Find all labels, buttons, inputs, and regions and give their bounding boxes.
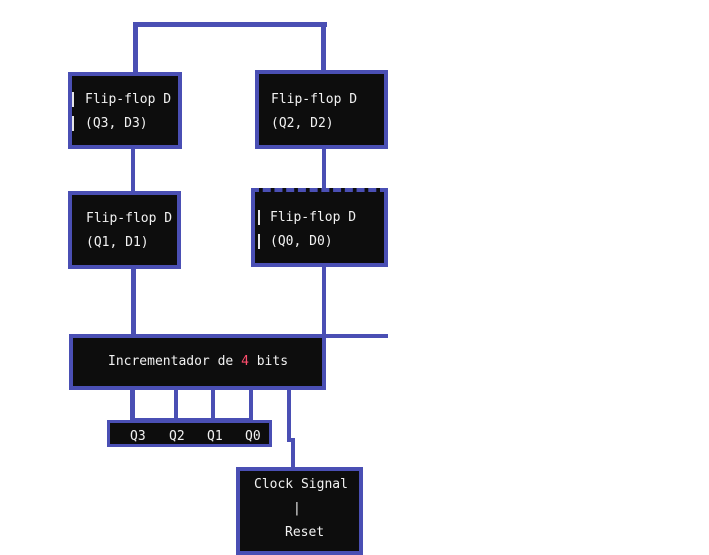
output-q2: Q2 [169,429,185,444]
flipflop-q3-pins: (Q3, D3) [85,116,148,131]
flipflop-q1-pins: (Q1, D1) [86,235,149,250]
flipflop-q1: Flip-flop D (Q1, D1) [68,191,181,269]
output-q0: Q0 [245,429,261,444]
output-q1: Q1 [207,429,223,444]
wire-q1-down [211,386,215,422]
incrementer-label-suffix: bits [248,354,289,369]
output-bus: Q3 Q2 Q1 Q0 [107,420,272,447]
flipflop-q2: Flip-flop D (Q2, D2) [255,70,388,149]
wire-q2-down [174,386,178,422]
wire-clock-down [287,386,291,442]
flipflop-q3: Flip-flop D (Q3, D3) [68,72,182,149]
clock-signal-label: Clock Signal [254,477,348,492]
flipflop-q0-title: Flip-flop D [270,210,357,225]
flipflop-q0-pins: (Q0, D0) [270,234,333,249]
wire-ff3-to-ff1 [131,146,135,194]
flipflop-q2-title: Flip-flop D [271,92,358,107]
wire-q3-down [130,386,135,422]
reset-label: Reset [285,525,325,540]
pin-marker [258,234,260,249]
wire-top-left-vertical [133,22,138,76]
pin-marker [72,92,74,107]
wire-clock-to-box [291,438,295,470]
clock-reset-block: Clock Signal | Reset [236,467,363,555]
incrementer-bit-count: 4 [241,354,249,369]
wire-right-stub [322,334,388,338]
incrementer-block: Incrementador de 4 bits [69,334,326,390]
flipflop-q0: Flip-flop D (Q0, D0) [251,188,388,267]
wire-ff2-to-ff0 [322,146,326,190]
incrementer-label-prefix: Incrementador de [108,354,242,369]
output-q3: Q3 [130,429,146,444]
wire-ff1-to-incrementer [131,267,136,338]
clock-reset-separator: | [293,501,301,516]
wire-top-right-vertical [321,22,326,74]
flipflop-q1-title: Flip-flop D [86,211,173,226]
wire-ff0-to-incrementer [322,265,326,338]
pin-marker [72,116,74,131]
wire-q0-down [249,386,253,422]
pin-marker [258,210,260,225]
incrementer-label: Incrementador de 4 bits [108,354,288,369]
flipflop-q2-pins: (Q2, D2) [271,116,334,131]
wire-top-horizontal [133,22,327,27]
flipflop-q3-title: Flip-flop D [85,92,172,107]
